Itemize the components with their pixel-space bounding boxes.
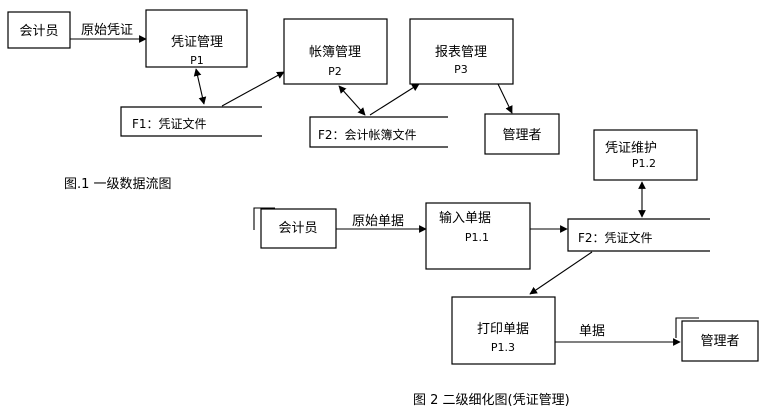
store-f1: F1：凭证文件: [120, 106, 262, 137]
entity-manager-d1-label: 管理者: [502, 128, 541, 143]
process-p11-name: 输入单据: [439, 210, 491, 226]
process-p1-name: 凭证管理: [171, 35, 223, 50]
process-p3: 报表管理 P3: [409, 18, 514, 85]
entity-accountant-d2-label: 会计员: [278, 221, 317, 236]
process-p2: 帐簿管理 P2: [283, 18, 388, 85]
entity-accountant-d1: 会计员: [7, 11, 71, 49]
caption-diagram2: 图 2 二级细化图(凭证管理): [413, 393, 570, 408]
store-f2-d2-label: F2：凭证文件: [578, 230, 653, 245]
entity-accountant-label: 会计员: [19, 24, 58, 39]
diagram-level2: 会计员 原始单据 输入单据 P1.1 凭证维护 P1.2 F2：凭证文件 打印单…: [253, 129, 759, 408]
entity-manager-d2-label: 管理者: [700, 334, 739, 349]
entity-manager-d1: 管理者: [484, 113, 560, 155]
process-p13-id: P1.3: [491, 341, 515, 354]
process-p11: 输入单据 P1.1: [425, 202, 531, 270]
diagram-level1: 会计员 原始凭证 凭证管理 P1 帐簿管理 P2 报表管理 P3 F1：凭: [7, 9, 560, 192]
flow-p2-f2: [338, 85, 366, 116]
flow-p1-f1: [193, 68, 207, 105]
process-p1-id: P1: [190, 54, 204, 67]
flow-doc-label: 单据: [579, 324, 605, 339]
process-p2-name: 帐簿管理: [309, 45, 361, 60]
process-p12-id: P1.2: [632, 157, 656, 170]
flow-original-doc-label: 原始单据: [352, 214, 404, 229]
process-p2-id: P2: [328, 65, 342, 78]
flow-f2-p13: [529, 251, 593, 295]
process-p13-name: 打印单据: [477, 322, 529, 337]
process-p12: 凭证维护 P1.2: [593, 129, 698, 181]
store-f2-d1: F2：会计帐簿文件: [309, 116, 448, 148]
process-p11-id: P1.1: [465, 231, 489, 244]
entity-manager-d2: 管理者: [675, 317, 759, 362]
store-f2-d1-label: F2：会计帐簿文件: [318, 127, 417, 142]
flow-doc: 单据: [555, 324, 681, 346]
store-f1-label: F1：凭证文件: [132, 116, 207, 131]
flow-f1-p2: [221, 71, 285, 107]
store-f2-d2: F2：凭证文件: [567, 218, 710, 252]
entity-accountant-d2: 会计员: [253, 207, 337, 249]
flow-original-doc: 原始单据: [336, 214, 427, 233]
process-p3-id: P3: [454, 63, 468, 76]
flow-original-voucher: 原始凭证: [70, 23, 147, 43]
process-p13: 打印单据 P1.3: [451, 296, 556, 365]
process-p3-name: 报表管理: [435, 45, 487, 60]
flow-original-voucher-label: 原始凭证: [81, 23, 133, 38]
caption-diagram1: 图.1 一级数据流图: [64, 177, 172, 192]
flow-f2-p3: [369, 83, 420, 116]
process-p1: 凭证管理 P1: [145, 9, 248, 68]
process-p12-name: 凭证维护: [605, 141, 657, 156]
flow-p3-manager: [497, 83, 513, 114]
